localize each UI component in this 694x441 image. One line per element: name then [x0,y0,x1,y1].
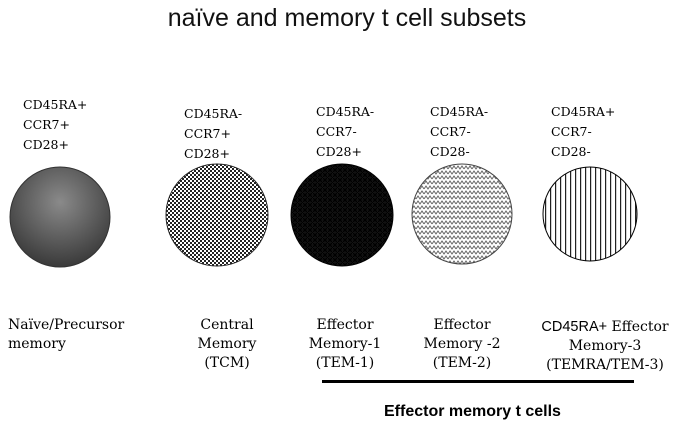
marker-cd45ra: CD45RA+ [551,104,616,119]
cell-tem1 [290,163,394,267]
marker-cd28: CD28- [551,144,591,159]
marker-cd28: CD28+ [316,144,362,159]
marker-cd45ra: CD45RA- [184,106,243,121]
marker-ccr7: CCR7+ [184,126,231,141]
markers-naive: CD45RA+ CCR7+ CD28+ [23,95,87,155]
markers-tem2: CD45RA- CCR7- CD28- [430,102,488,162]
cell-tem2 [411,163,513,265]
marker-cd28: CD28- [430,144,470,159]
effector-group-bracket [322,380,634,383]
marker-cd45ra: CD45RA+ [23,97,88,112]
cell-tcm [165,163,269,267]
label-tcm: Central Memory (TCM) [197,317,257,371]
marker-cd28: CD28+ [23,137,69,152]
label-tem2: Effector Memory -2 (TEM-2) [423,317,501,371]
label-tem1: Effector Memory-1 (TEM-1) [308,317,382,371]
label-prefix: CD45RA+ [541,319,608,335]
cell-temra [542,166,638,262]
cell-naive [9,166,111,268]
marker-ccr7: CCR7+ [23,117,70,132]
marker-ccr7: CCR7- [316,124,357,139]
label-naive: Naïve/Precursor memory [8,317,125,352]
diagram-title: naïve and memory t cell subsets [167,4,527,32]
markers-temra: CD45RA+ CCR7- CD28- [551,102,615,162]
marker-ccr7: CCR7- [551,124,592,139]
markers-tcm: CD45RA- CCR7+ CD28+ [184,104,242,164]
effector-group-label: Effector memory t cells [384,403,561,420]
marker-cd28: CD28+ [184,146,230,161]
label-temra: CD45RA+ Effector Memory-3 (TEMRA/TEM-3) [541,319,669,373]
marker-cd45ra: CD45RA- [430,104,489,119]
marker-cd45ra: CD45RA- [316,104,375,119]
marker-ccr7: CCR7- [430,124,471,139]
markers-tem1: CD45RA- CCR7- CD28+ [316,102,374,162]
